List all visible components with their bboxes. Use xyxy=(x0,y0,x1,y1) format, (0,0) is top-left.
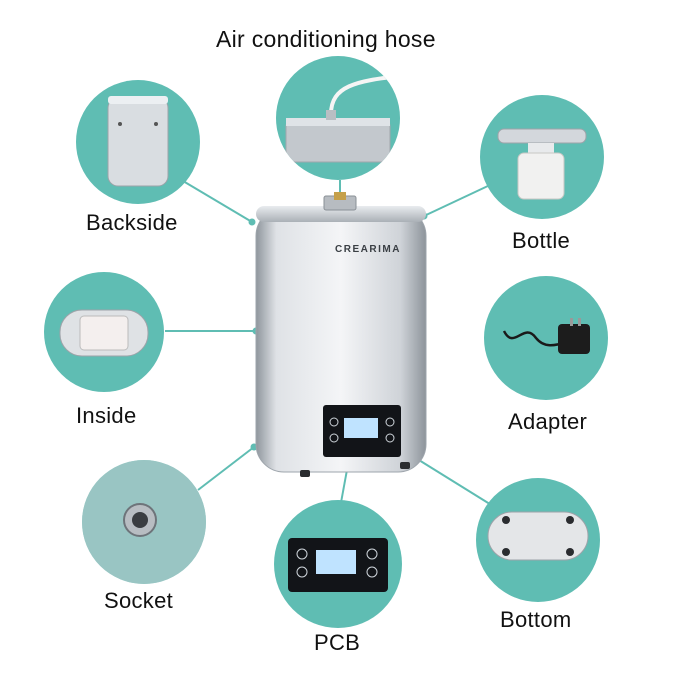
air-hose-icon xyxy=(285,74,400,163)
label-socket: Socket xyxy=(104,588,174,613)
socket-icon xyxy=(82,460,206,584)
backside-circle xyxy=(76,80,200,204)
diffuser-device-image: CREARIMA xyxy=(255,192,427,477)
inside-view-icon xyxy=(59,309,149,357)
pcb-circle xyxy=(274,500,402,628)
inside-circle xyxy=(44,272,164,392)
connector-backside xyxy=(177,177,253,223)
bottle-circle xyxy=(480,95,604,219)
svg-text:CREARIMA: CREARIMA xyxy=(335,244,401,255)
bottom-view-icon xyxy=(487,511,589,561)
label-bottom: Bottom xyxy=(500,607,572,632)
connector-socket xyxy=(197,446,255,491)
label-adapter: Adapter xyxy=(508,409,588,434)
bottle-icon xyxy=(497,128,587,200)
label-inside: Inside xyxy=(76,403,137,428)
adapter-circle xyxy=(484,276,608,400)
hose-circle xyxy=(276,56,400,180)
control-panel-icon xyxy=(288,538,388,592)
backside-view-icon xyxy=(107,96,169,187)
label-pcb: PCB xyxy=(314,630,361,655)
power-adapter-icon xyxy=(502,318,590,354)
label-backside: Backside xyxy=(86,210,178,235)
connector-bottle xyxy=(423,184,491,217)
page-title: Air conditioning hose xyxy=(216,26,436,52)
label-bottle: Bottle xyxy=(512,228,571,253)
bottom-circle xyxy=(476,478,600,602)
socket-circle xyxy=(82,460,206,584)
